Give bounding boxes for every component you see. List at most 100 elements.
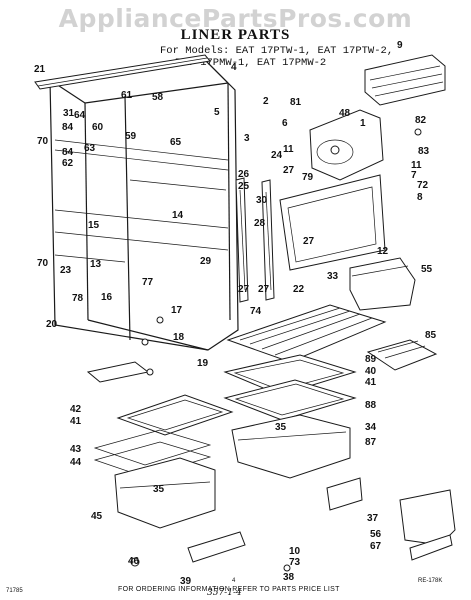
callout-74: 74 xyxy=(250,306,262,317)
large-drawer xyxy=(114,457,216,529)
callout-59: 59 xyxy=(125,131,137,142)
ice-tray xyxy=(366,339,438,371)
callout-84: 84 xyxy=(62,122,74,133)
callout-43: 43 xyxy=(70,444,82,455)
handwritten-note: 357-1-4 xyxy=(207,588,242,598)
part-code: 71785 xyxy=(6,588,23,594)
drawer-fronts xyxy=(187,477,453,563)
meat-keeper-cover xyxy=(86,361,150,383)
callout-72: 72 xyxy=(417,180,429,191)
callout-41: 41 xyxy=(70,416,82,427)
upper-right-tray xyxy=(364,54,446,106)
callout-41: 41 xyxy=(365,377,377,388)
callout-46: 46 xyxy=(128,556,140,567)
callout-21: 21 xyxy=(34,64,46,75)
callout-33: 33 xyxy=(327,271,339,282)
callout-35: 35 xyxy=(275,422,287,433)
callout-28: 28 xyxy=(254,218,266,229)
callout-2: 2 xyxy=(263,96,269,107)
callout-8: 8 xyxy=(417,192,423,203)
callout-31: 31 xyxy=(63,108,75,119)
callout-27: 27 xyxy=(258,284,270,295)
callout-55: 55 xyxy=(421,264,433,275)
reference-code: RE-178K xyxy=(418,578,443,584)
callout-27: 27 xyxy=(283,165,295,176)
callout-62: 62 xyxy=(62,158,74,169)
callout-45: 45 xyxy=(91,511,103,522)
callout-87: 87 xyxy=(365,437,377,448)
callout-25: 25 xyxy=(238,181,250,192)
callout-89: 89 xyxy=(365,354,377,365)
callout-16: 16 xyxy=(101,292,113,303)
callout-37: 37 xyxy=(367,513,379,524)
callout-44: 44 xyxy=(70,457,82,468)
wire-shelf-middle xyxy=(223,354,357,421)
callout-88: 88 xyxy=(365,400,377,411)
models-line-1: For Models: EAT 17PTW-1, EAT 17PTW-2, xyxy=(160,45,394,57)
fasteners xyxy=(130,128,422,572)
callout-48: 48 xyxy=(339,108,351,119)
callout-34: 34 xyxy=(365,422,377,433)
callout-22: 22 xyxy=(293,284,305,295)
callout-82: 82 xyxy=(415,115,427,126)
ordering-footer: FOR ORDERING INFORMATION REFER TO PARTS … xyxy=(118,586,340,593)
callout-78: 78 xyxy=(72,293,84,304)
site-watermark: AppliancePartsPros.com xyxy=(58,4,413,33)
callout-58: 58 xyxy=(152,92,164,103)
callout-42: 42 xyxy=(70,404,82,415)
callout-60: 60 xyxy=(92,122,104,133)
callout-10: 10 xyxy=(289,546,301,557)
callout-73: 73 xyxy=(289,557,301,568)
callout-30: 30 xyxy=(256,195,268,206)
callout-14: 14 xyxy=(172,210,184,221)
callout-11: 11 xyxy=(411,160,422,171)
top-rail xyxy=(34,54,211,90)
callout-18: 18 xyxy=(173,332,185,343)
callout-35: 35 xyxy=(153,484,165,495)
callout-24: 24 xyxy=(271,150,283,161)
callout-13: 13 xyxy=(90,259,102,270)
callout-1: 1 xyxy=(360,118,366,129)
callout-81: 81 xyxy=(290,97,302,108)
callout-67: 67 xyxy=(370,541,382,552)
callout-23: 23 xyxy=(60,265,72,276)
callout-84: 84 xyxy=(62,147,74,158)
callout-4: 4 xyxy=(231,62,237,73)
callout-27: 27 xyxy=(238,284,250,295)
callout-79: 79 xyxy=(302,172,314,183)
callout-70: 70 xyxy=(37,136,49,147)
callout-27: 27 xyxy=(303,236,315,247)
page-number: 4 xyxy=(232,578,236,584)
callout-11: 11 xyxy=(283,144,294,155)
callout-9: 9 xyxy=(397,40,403,51)
callout-63: 63 xyxy=(84,143,96,154)
callout-19: 19 xyxy=(197,358,209,369)
callout-15: 15 xyxy=(88,220,100,231)
callout-38: 38 xyxy=(283,572,295,583)
callout-77: 77 xyxy=(142,277,154,288)
small-drawer xyxy=(349,257,416,311)
callout-61: 61 xyxy=(121,90,133,101)
callout-29: 29 xyxy=(200,256,212,267)
diagram-title: LINER PARTS xyxy=(180,27,291,43)
models-line-2: EAT 17PMW-1, EAT 17PMW-2 xyxy=(175,57,327,69)
callout-20: 20 xyxy=(46,319,58,330)
callout-3: 3 xyxy=(244,133,250,144)
wire-shelf-upper xyxy=(226,304,387,363)
callout-83: 83 xyxy=(418,146,430,157)
callout-39: 39 xyxy=(180,576,192,587)
callout-7: 7 xyxy=(411,170,417,181)
vertical-rails xyxy=(235,177,275,303)
drawer-cover xyxy=(116,394,234,436)
callout-5: 5 xyxy=(214,107,220,118)
callout-65: 65 xyxy=(170,137,182,148)
liner-cabinet xyxy=(49,59,239,351)
callout-40: 40 xyxy=(365,366,377,377)
callout-64: 64 xyxy=(74,110,86,121)
callout-56: 56 xyxy=(370,529,382,540)
crisper-drawer xyxy=(231,414,351,479)
fan-housing xyxy=(309,109,384,181)
callout-26: 26 xyxy=(238,169,250,180)
callout-12: 12 xyxy=(377,246,389,257)
